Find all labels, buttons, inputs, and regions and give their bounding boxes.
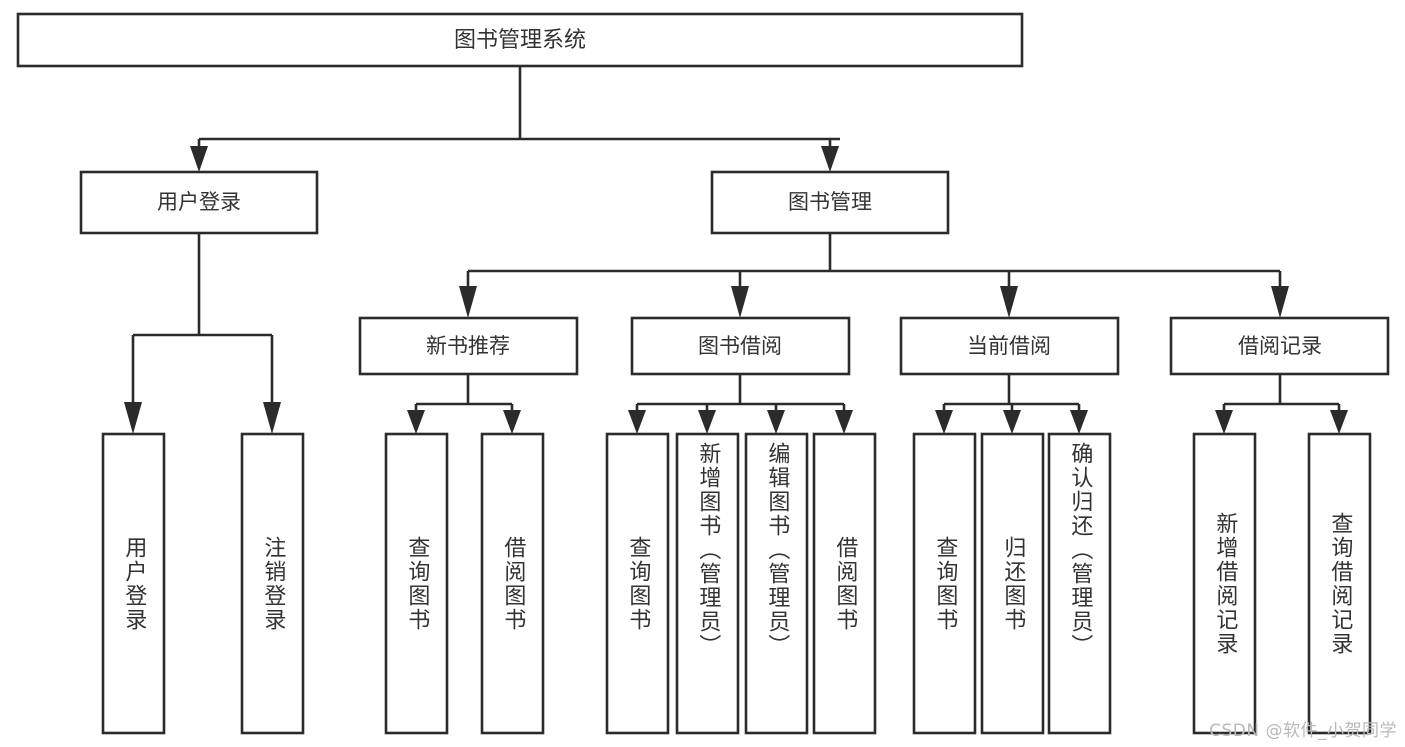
connector-current-borrow-to-leaves [935,374,1088,434]
leaf-box-borrow-book-2[interactable] [812,432,877,735]
root-box[interactable] [16,12,1024,68]
connector-borrow-record-to-leaves [1215,374,1348,434]
leaf-box-query-book-1[interactable] [384,432,449,735]
connector-book-borrow-to-leaves [628,374,853,434]
current-borrow-box[interactable] [899,316,1120,376]
node-book-borrow[interactable]: 图书借阅 [630,316,851,376]
arrow-to-book-manage [821,146,839,172]
node-root[interactable]: 图书管理系统 [16,12,1024,68]
csdn-watermark: CSDN @软件_小贺同学 [1209,721,1397,741]
node-user-login[interactable]: 用户登录 [79,170,319,235]
current-borrow-label: 当前借阅 [967,334,1051,358]
connector-root-to-level2 [190,66,840,172]
connector-user-login-to-leaves [124,233,281,434]
arrow-to-user-login [190,146,208,172]
leaf-box-return-book[interactable] [980,432,1045,735]
leaf-box-add-record[interactable] [1192,432,1257,735]
node-current-borrow[interactable]: 当前借阅 [899,316,1120,376]
book-manage-label: 图书管理 [788,190,872,214]
user-login-label: 用户登录 [157,190,241,214]
leaf-box-borrow-book-1[interactable] [480,432,545,735]
root-label: 图书管理系统 [454,28,586,53]
leaf-box-query-book-2[interactable] [605,432,670,735]
user-login-box[interactable] [79,170,319,235]
node-book-manage[interactable]: 图书管理 [710,170,950,235]
new-book-rec-box[interactable] [358,316,579,376]
leaf-box-confirm-return[interactable] [1047,432,1112,735]
new-book-rec-label: 新书推荐 [426,334,510,358]
leaf-box-logout-login[interactable] [240,432,305,735]
node-borrow-record[interactable]: 借阅记录 [1169,316,1390,376]
leaf-box-query-book-3[interactable] [912,432,977,735]
connector-book-manage-to-level3 [459,233,1289,318]
connector-new-book-rec-to-leaves [407,374,521,434]
leaf-box-user-login[interactable] [101,432,166,735]
book-borrow-label: 图书借阅 [698,334,782,358]
node-new-book-rec[interactable]: 新书推荐 [358,316,579,376]
borrow-record-label: 借阅记录 [1238,334,1322,358]
leaf-box-query-record[interactable] [1307,432,1372,735]
leaf-box-edit-book[interactable] [744,432,809,735]
leaf-box-add-book[interactable] [675,432,740,735]
